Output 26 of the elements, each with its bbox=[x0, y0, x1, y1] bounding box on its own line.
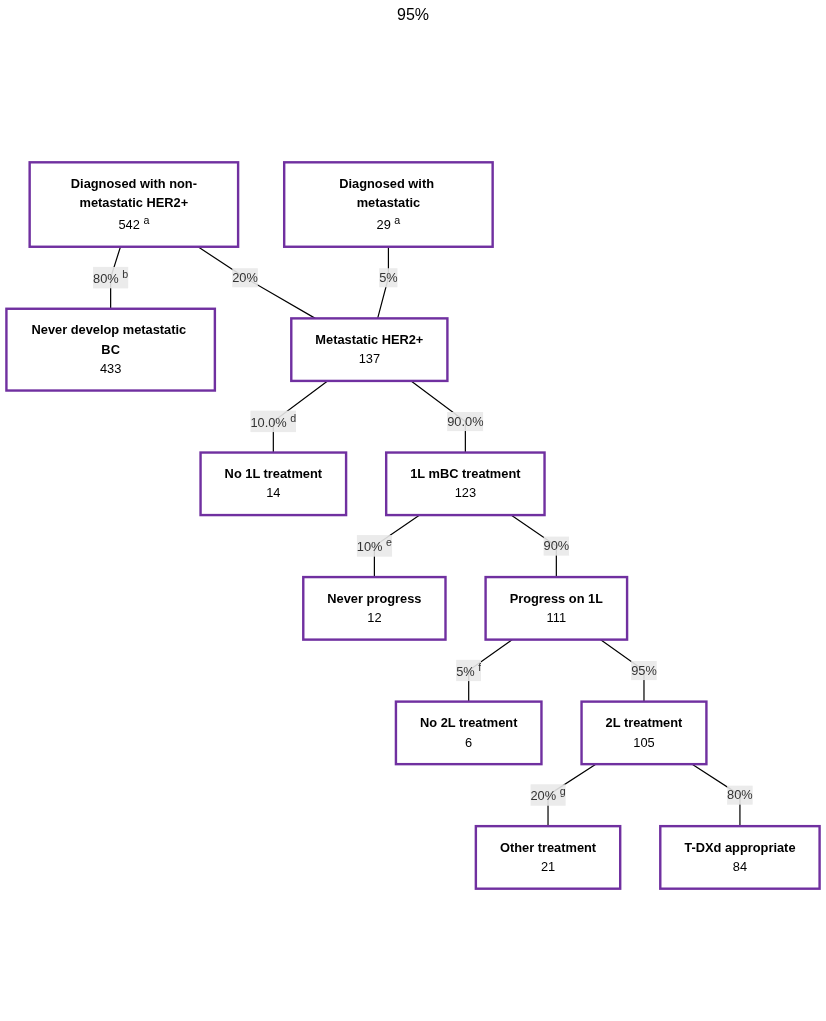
node-box: Never develop metastatic BC 433 bbox=[5, 307, 217, 392]
edge-label: 95% bbox=[631, 663, 657, 678]
edge-label: 90.0% bbox=[447, 414, 484, 428]
edge-label: 5% $^{f}$ bbox=[456, 661, 482, 679]
edge-label: 20% bbox=[232, 270, 258, 285]
node-box: Progress on 1L 111 bbox=[484, 575, 629, 641]
node-box: T-DXd appropriate 84 bbox=[659, 824, 821, 890]
edge-label: 5% bbox=[379, 270, 398, 285]
edge-label: 10% $^{e}$ bbox=[356, 536, 392, 554]
edge-label: 90% bbox=[543, 538, 570, 553]
node-box: Diagnosed with non-metastatic HER2+ 542 $^{a}$ bbox=[28, 161, 240, 248]
node-box: 2L treatment 105 bbox=[580, 700, 708, 766]
node-box: Metastatic HER2+ 137 bbox=[290, 317, 449, 383]
edge-label: 10.0% $^{d}$ bbox=[250, 412, 297, 430]
node-box: No 2L treatment 6 bbox=[394, 700, 543, 766]
edge-label: 80% bbox=[727, 787, 753, 802]
node-box: 1L mBC treatment 123 bbox=[384, 451, 546, 517]
node-box: Diagnosed with metastatic 29 $^{a}$ bbox=[283, 161, 494, 248]
node-box: Other treatment 21 bbox=[474, 824, 622, 890]
connector bbox=[377, 246, 390, 319]
node-box: Never progress 12 bbox=[302, 575, 447, 641]
node-box: No 1L treatment 14 bbox=[199, 451, 348, 517]
connector bbox=[197, 246, 316, 319]
percentage-label: 95% bbox=[397, 6, 429, 23]
edge-label: 20% $^{g}$ bbox=[530, 785, 566, 803]
edge-label: 80% $^{b}$ bbox=[93, 268, 129, 286]
